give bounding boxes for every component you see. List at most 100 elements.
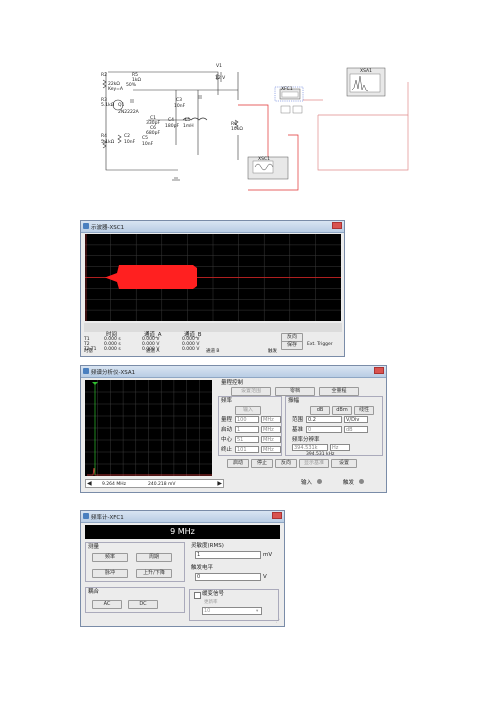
r5-value: 1kΩ (132, 78, 141, 83)
resolution-label: 频率分辨率 (292, 437, 320, 443)
r3-value: 5.1kΩ (101, 103, 115, 108)
status-frequency: 9.264 MHz (102, 482, 126, 487)
save-button[interactable]: 保存 (281, 341, 303, 350)
schematic-wires (102, 67, 409, 191)
spectrum-app-icon (83, 368, 89, 374)
trigger-port-icon (359, 479, 364, 484)
frequency-mode-button[interactable]: 频率 (92, 553, 128, 562)
xfc1-label: XFC1 (281, 87, 293, 92)
r6-label: R6 (231, 122, 237, 127)
oscilloscope-titlebar[interactable]: 示波器-XSC1 (81, 221, 344, 233)
range-unit[interactable]: V/Div (344, 416, 368, 423)
c2-value: 10nF (124, 140, 136, 145)
coupling-label: 耦合 (88, 589, 100, 595)
amplitude-label: 振幅 (288, 398, 300, 404)
reverse-button[interactable]: 反向 (275, 459, 297, 468)
zero-span-button[interactable]: 零档 (275, 387, 315, 396)
set-span-button[interactable]: 设置范围 (231, 387, 271, 396)
cursor-right-icon[interactable]: ▶ (217, 480, 222, 487)
resolution-field[interactable]: 394.531k (292, 444, 328, 451)
trigger-level-field[interactable]: 0 (195, 573, 261, 581)
spectrum-titlebar[interactable]: 频谱分析仪-XSA1 (81, 366, 386, 378)
r4-value: 5.1kΩ (101, 140, 115, 145)
resolution-unit[interactable]: Hz (330, 444, 350, 451)
span-field[interactable]: 100 (235, 416, 259, 423)
oscilloscope-app-icon (83, 223, 89, 229)
spectrum-screen (85, 380, 212, 476)
settings-button[interactable]: 设置 (331, 459, 357, 468)
freqcounter-app-icon (83, 513, 89, 519)
c5-value: 10nF (142, 142, 154, 147)
pulse-mode-button[interactable]: 脉冲 (92, 569, 128, 578)
trigger-level-label: 触发电平 (191, 565, 214, 571)
circuit-schematic[interactable]: R2 22kΩ Key=A 50% R3 5.1kΩ R4 5.1kΩ R5 1… (88, 60, 413, 210)
c6-value: 680pF (146, 131, 161, 136)
span-unit[interactable]: MHz (261, 416, 281, 423)
close-icon[interactable] (272, 512, 282, 519)
cursor-left-icon[interactable]: ◀ (87, 480, 92, 487)
oscilloscope-scrollbar[interactable] (84, 323, 342, 332)
ref-field[interactable]: 0 (306, 426, 342, 433)
status-amplitude: 240.218 mV (148, 482, 176, 487)
close-icon[interactable] (374, 367, 384, 374)
end-field[interactable]: 101 (235, 446, 259, 453)
end-unit[interactable]: MHz (261, 446, 281, 453)
coupling-group: 耦合 AC DC (85, 587, 185, 613)
update-rate-select[interactable]: 10 (202, 607, 262, 615)
rise-fall-mode-button[interactable]: 上升/下降 (136, 569, 172, 578)
xsc1-label: XSC1 (258, 157, 270, 162)
col-channel-a: 通道_A (144, 332, 162, 338)
stop-button[interactable]: 停止 (251, 459, 273, 468)
trigger-port-label: 触发 (343, 480, 355, 486)
ext-trigger-label: Ext. Trigger (307, 342, 333, 347)
show-ref-button[interactable]: 显示基准 (299, 459, 329, 468)
r2-label: R2 (101, 73, 107, 78)
center-field[interactable]: 51 (235, 436, 259, 443)
close-icon[interactable] (332, 222, 342, 229)
start-button[interactable]: 启动 (227, 459, 249, 468)
c2-label: C2 (124, 134, 131, 139)
status-bar: ◀ 9.264 MHz 240.218 mV ▶ (85, 479, 224, 488)
slow-signal-group: 缓变信号 更新率 10 ▾ (189, 589, 279, 621)
resize-grip-icon[interactable]: ⋰ (275, 619, 281, 624)
control-strip: 时基 通道 A 通道 B 触发 (84, 349, 342, 357)
sensitivity-unit: mV (263, 552, 273, 558)
measure-group: 测量 频率 周期 脉冲 上升/下降 (85, 542, 185, 582)
r5-label: R5 (132, 73, 138, 78)
c4-label: C4 (168, 118, 175, 123)
db-button[interactable]: dB (310, 406, 330, 415)
frequency-label: 频率 (221, 398, 233, 404)
channel-a-label: 通道 A (146, 349, 160, 354)
ref-unit[interactable]: dB (344, 426, 368, 433)
chevron-down-icon[interactable]: ▾ (256, 609, 259, 614)
spectrum-title: 频谱分析仪-XSA1 (91, 370, 136, 376)
freqcounter-titlebar[interactable]: 频率计-XFC1 (81, 511, 284, 523)
r4-label: R4 (101, 134, 107, 139)
oscillation-envelope (105, 265, 197, 289)
v1-value: 12 V (215, 76, 226, 81)
center-unit[interactable]: MHz (261, 436, 281, 443)
freqcounter-window[interactable]: 频率计-XFC1 9 MHz 测量 频率 周期 脉冲 上升/下降 耦合 AC D… (80, 510, 285, 627)
q1-value: 2N2222A (118, 110, 139, 115)
c3-value: 10nF (174, 104, 186, 109)
spectrum-window[interactable]: 频谱分析仪-XSA1 ◀ 9.264 MHz 240.218 mV ▶ 量程控制… (80, 365, 387, 493)
ac-coupling-button[interactable]: AC (92, 600, 122, 609)
oscilloscope-window[interactable]: 示波器-XSC1 时间 通道_A 通道_B T1 0.000 s 0.000 V… (80, 220, 345, 357)
c3-label: C3 (176, 98, 183, 103)
frequency-input-button[interactable]: 输入 (235, 406, 261, 415)
full-span-button[interactable]: 全量程 (319, 387, 359, 396)
slow-signal-checkbox[interactable] (194, 592, 201, 599)
start-field[interactable]: 1 (235, 426, 259, 433)
start-unit[interactable]: MHz (261, 426, 281, 433)
trigger-label: 触发 (268, 349, 277, 354)
sensitivity-field[interactable]: 1 (195, 551, 261, 559)
linear-button[interactable]: 线性 (354, 406, 374, 415)
dc-coupling-button[interactable]: DC (128, 600, 158, 609)
v1-label: V1 (216, 64, 222, 69)
channel-b-label: 通道 B (206, 349, 220, 354)
ref-label: 基准 (292, 427, 304, 433)
range-field[interactable]: 0.2 (306, 416, 342, 423)
spectrum-trace (87, 467, 212, 476)
period-mode-button[interactable]: 周期 (136, 553, 172, 562)
dbm-button[interactable]: dBm (332, 406, 352, 415)
